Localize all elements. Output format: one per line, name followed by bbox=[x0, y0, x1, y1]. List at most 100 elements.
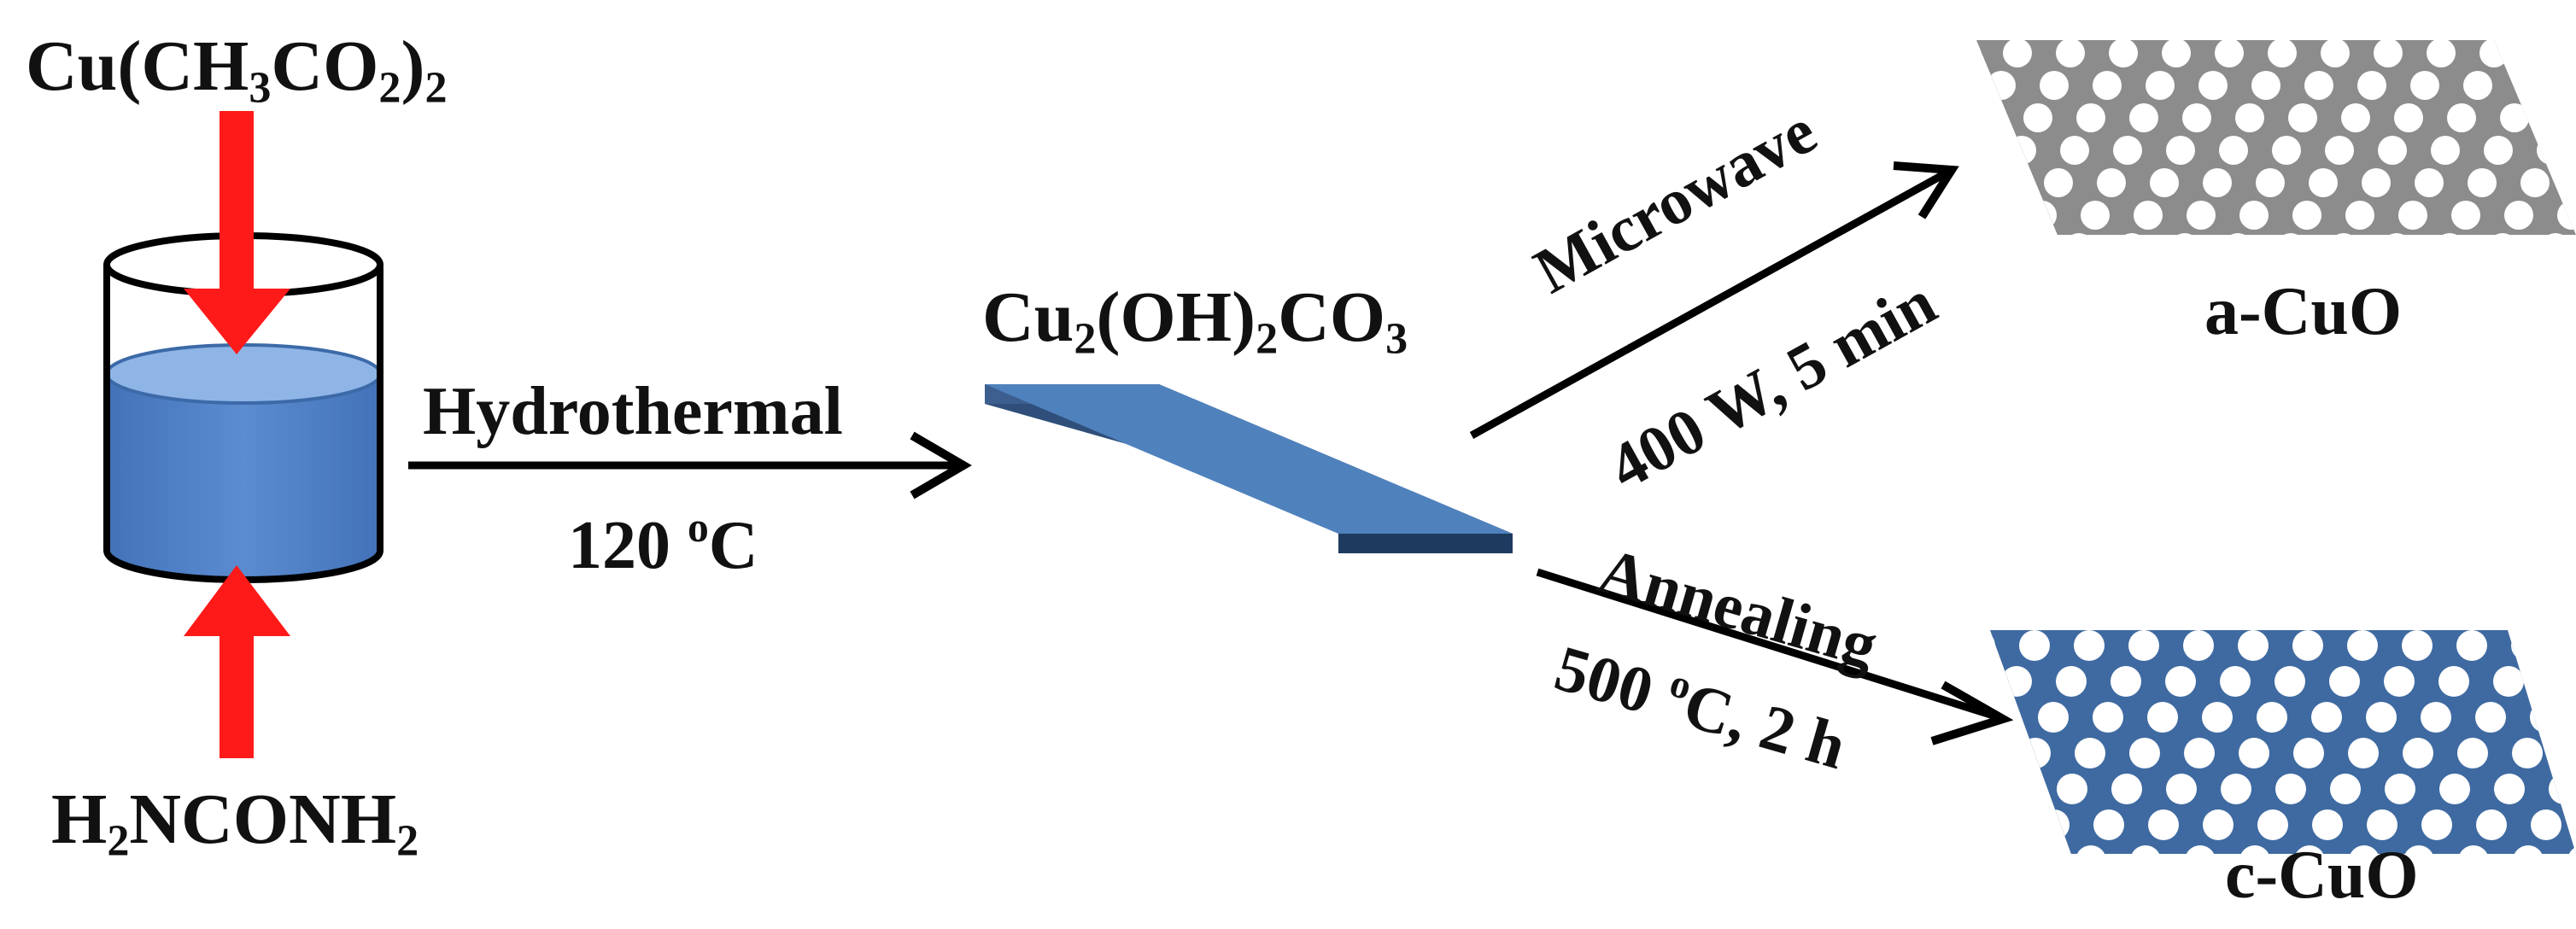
pore bbox=[2329, 233, 2358, 235]
porous-sheet-icon bbox=[1990, 630, 2576, 854]
pore bbox=[2294, 845, 2325, 854]
pore bbox=[2165, 666, 2196, 697]
liquid-surface bbox=[105, 343, 382, 405]
pore bbox=[2402, 630, 2433, 661]
pore bbox=[2007, 136, 2036, 165]
pore bbox=[2456, 630, 2487, 661]
pore bbox=[2421, 809, 2452, 840]
pore bbox=[2438, 666, 2469, 697]
pore bbox=[2367, 809, 2397, 840]
pore bbox=[2076, 103, 2105, 132]
pore bbox=[2093, 71, 2122, 100]
pore bbox=[2040, 71, 2069, 100]
pore bbox=[2366, 702, 2397, 733]
pore bbox=[2421, 702, 2451, 733]
pore bbox=[2312, 809, 2343, 840]
pore bbox=[2378, 136, 2407, 165]
pore bbox=[2239, 845, 2270, 854]
pore bbox=[2513, 845, 2544, 854]
pore bbox=[2567, 738, 2576, 768]
pore bbox=[2476, 809, 2507, 840]
pore bbox=[2385, 774, 2415, 804]
pore bbox=[2520, 168, 2550, 197]
pore bbox=[2457, 738, 2488, 768]
pore bbox=[2093, 809, 2124, 840]
pore bbox=[2348, 738, 2379, 768]
precursor-label: Cu2(OH)2CO3 bbox=[982, 278, 1408, 364]
pore bbox=[2325, 136, 2354, 165]
pore bbox=[2530, 702, 2561, 733]
pore bbox=[2162, 40, 2191, 67]
pore bbox=[2060, 136, 2089, 165]
pore bbox=[2184, 738, 2215, 768]
pore bbox=[2309, 168, 2338, 197]
pore bbox=[2493, 666, 2524, 697]
microwave-arrow bbox=[1469, 161, 1959, 439]
reagent-top-label: Cu(CH3CO2)2 bbox=[26, 26, 448, 113]
pore bbox=[1990, 630, 1995, 661]
pore bbox=[2304, 71, 2333, 100]
pore bbox=[2484, 136, 2513, 165]
pore bbox=[2516, 71, 2545, 100]
pore bbox=[2276, 233, 2305, 235]
pore bbox=[2238, 630, 2269, 661]
hydrothermal-temperature: 120 oC bbox=[568, 504, 758, 583]
pore bbox=[2111, 666, 2141, 697]
pore bbox=[2170, 233, 2199, 235]
pore bbox=[2479, 40, 2509, 67]
pore bbox=[2403, 738, 2433, 768]
pore bbox=[2531, 809, 2561, 840]
pore bbox=[2275, 774, 2306, 804]
pore bbox=[2038, 702, 2069, 733]
pore bbox=[2415, 168, 2444, 197]
pore bbox=[2382, 233, 2411, 235]
pore bbox=[2256, 168, 2285, 197]
pore bbox=[2074, 630, 2105, 661]
pore bbox=[2566, 630, 2576, 661]
pore bbox=[2109, 40, 2138, 67]
pore bbox=[2330, 774, 2361, 804]
pore bbox=[2056, 40, 2085, 67]
hydrothermal-label: Hydrothermal bbox=[423, 374, 843, 449]
amorphous-sheet bbox=[1976, 40, 2576, 235]
pore bbox=[2257, 809, 2288, 840]
pore bbox=[2384, 666, 2415, 697]
pore bbox=[2235, 103, 2264, 132]
pore bbox=[2349, 845, 2380, 854]
pore bbox=[2329, 666, 2360, 697]
pore bbox=[2146, 71, 2175, 100]
pore bbox=[2057, 774, 2087, 804]
pore bbox=[2215, 40, 2244, 67]
crystalline-product-label: c-CuO bbox=[2225, 838, 2419, 913]
pore bbox=[2117, 233, 2146, 235]
pore bbox=[2257, 702, 2287, 733]
pore bbox=[2569, 71, 2576, 100]
pore bbox=[2021, 845, 2052, 854]
pore bbox=[2044, 168, 2073, 197]
pore bbox=[2321, 40, 2350, 67]
amorphous-product-label: a-CuO bbox=[2204, 274, 2403, 349]
pore bbox=[2500, 103, 2529, 132]
pore bbox=[2504, 201, 2533, 230]
pore bbox=[2394, 103, 2423, 132]
pore bbox=[2187, 201, 2216, 230]
pore bbox=[2097, 168, 2126, 197]
pore bbox=[2147, 702, 2178, 733]
pore bbox=[2111, 774, 2142, 804]
pore bbox=[1991, 168, 2020, 197]
pore bbox=[2292, 630, 2323, 661]
pore bbox=[2223, 233, 2252, 235]
pore bbox=[2150, 168, 2179, 197]
porous-sheet-icon bbox=[1976, 40, 2576, 235]
pore bbox=[2075, 845, 2106, 854]
pore bbox=[2341, 103, 2370, 132]
pore bbox=[2447, 103, 2476, 132]
pore bbox=[2537, 136, 2566, 165]
pore bbox=[2185, 845, 2216, 854]
pore bbox=[1987, 71, 2016, 100]
pore bbox=[2166, 774, 2197, 804]
pore bbox=[2001, 666, 2032, 697]
pore bbox=[2458, 845, 2489, 854]
